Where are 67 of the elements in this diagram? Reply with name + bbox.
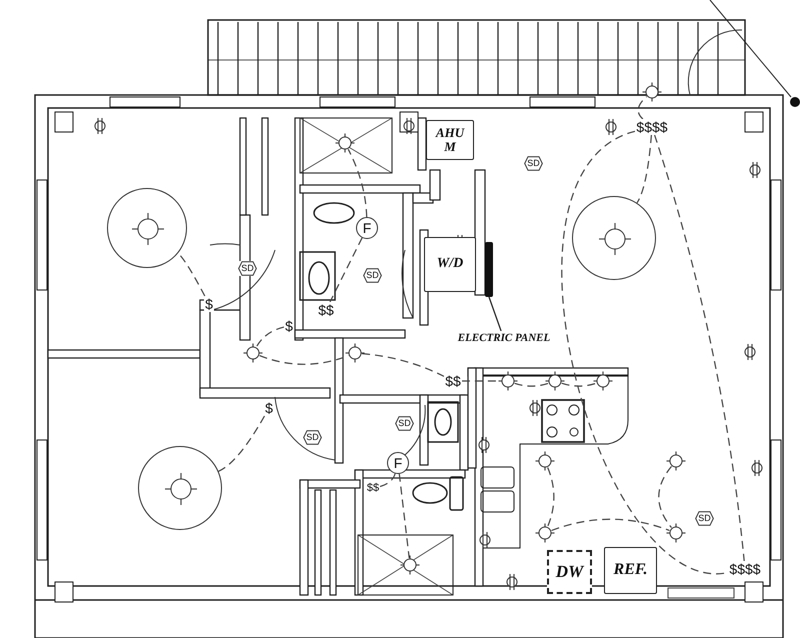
switch-symbol: $: [264, 400, 274, 416]
ceiling-fan-icon: [572, 196, 656, 280]
light-fixture-icon: [666, 451, 686, 471]
node-label: M: [444, 140, 456, 154]
light-fixture-icon: [666, 523, 686, 543]
wiring-line: [551, 518, 670, 532]
equipment-box: [424, 237, 476, 292]
node-label: F: [394, 456, 402, 470]
node-label: REF.: [614, 562, 648, 579]
wiring-line: [398, 474, 410, 558]
wiring-line: [561, 382, 597, 387]
ceiling-fan-icon: [138, 446, 222, 530]
wiring-line: [514, 382, 549, 387]
smoke-detector: [303, 430, 322, 445]
node-label: SD: [306, 432, 319, 442]
node-label: SD: [527, 158, 540, 168]
light-fixture-icon: [535, 523, 555, 543]
wiring-line: [654, 134, 745, 562]
node-label: AHU: [436, 126, 464, 140]
equipment-box: [426, 120, 474, 160]
light-fixture-icon: [642, 82, 662, 102]
node-label: F: [362, 220, 372, 236]
electric-panel: [485, 242, 493, 297]
wiring-line: [256, 326, 284, 348]
node-label: SD: [366, 270, 379, 280]
node-label: ELECTRIC PANEL: [458, 333, 550, 345]
switch-symbol: $: [284, 318, 294, 334]
appliance-outline: [547, 550, 592, 594]
equipment-box: [604, 547, 657, 594]
wiring-line: [329, 238, 363, 302]
wiring-line: [178, 252, 206, 296]
light-fixture-icon: [545, 371, 565, 391]
node-label: DW: [556, 563, 584, 581]
wiring-line: [547, 467, 554, 527]
light-fixture-icon: [243, 343, 263, 363]
smoke-detector: [695, 511, 714, 526]
wiring-line: [380, 473, 396, 488]
switch-symbol: $$$$: [635, 119, 669, 135]
node-label: SD: [398, 418, 411, 428]
switch-symbol: $$: [444, 373, 462, 389]
smoke-detector: [395, 416, 414, 431]
light-fixture-icon: [335, 133, 355, 153]
switch-symbol: $: [204, 296, 214, 312]
switch-symbol: $$: [366, 482, 380, 495]
node-label: W/D: [436, 257, 464, 272]
switch-symbol: $$$$: [728, 561, 762, 577]
fan-symbol: [387, 452, 409, 474]
fan-symbol: [356, 217, 378, 239]
smoke-detector: [524, 156, 543, 171]
light-fixture-icon: [498, 371, 518, 391]
wiring-line: [362, 353, 444, 377]
wiring-line: [638, 96, 648, 120]
light-fixture-icon: [593, 371, 613, 391]
smoke-detector: [238, 261, 257, 276]
ceiling-fan-icon: [107, 188, 187, 268]
wiring-line: [348, 148, 368, 218]
light-fixture-icon: [535, 451, 555, 471]
wiring-line: [658, 466, 672, 528]
light-fixture-icon: [345, 343, 365, 363]
wiring-line: [259, 355, 349, 365]
wiring-line: [636, 134, 652, 204]
smoke-detector: [363, 268, 382, 283]
node-label: SD: [241, 264, 254, 274]
node-label: SD: [698, 514, 711, 524]
wiring-line: [218, 416, 266, 472]
light-fixture-icon: [400, 555, 420, 575]
switch-symbol: $$: [317, 302, 335, 318]
